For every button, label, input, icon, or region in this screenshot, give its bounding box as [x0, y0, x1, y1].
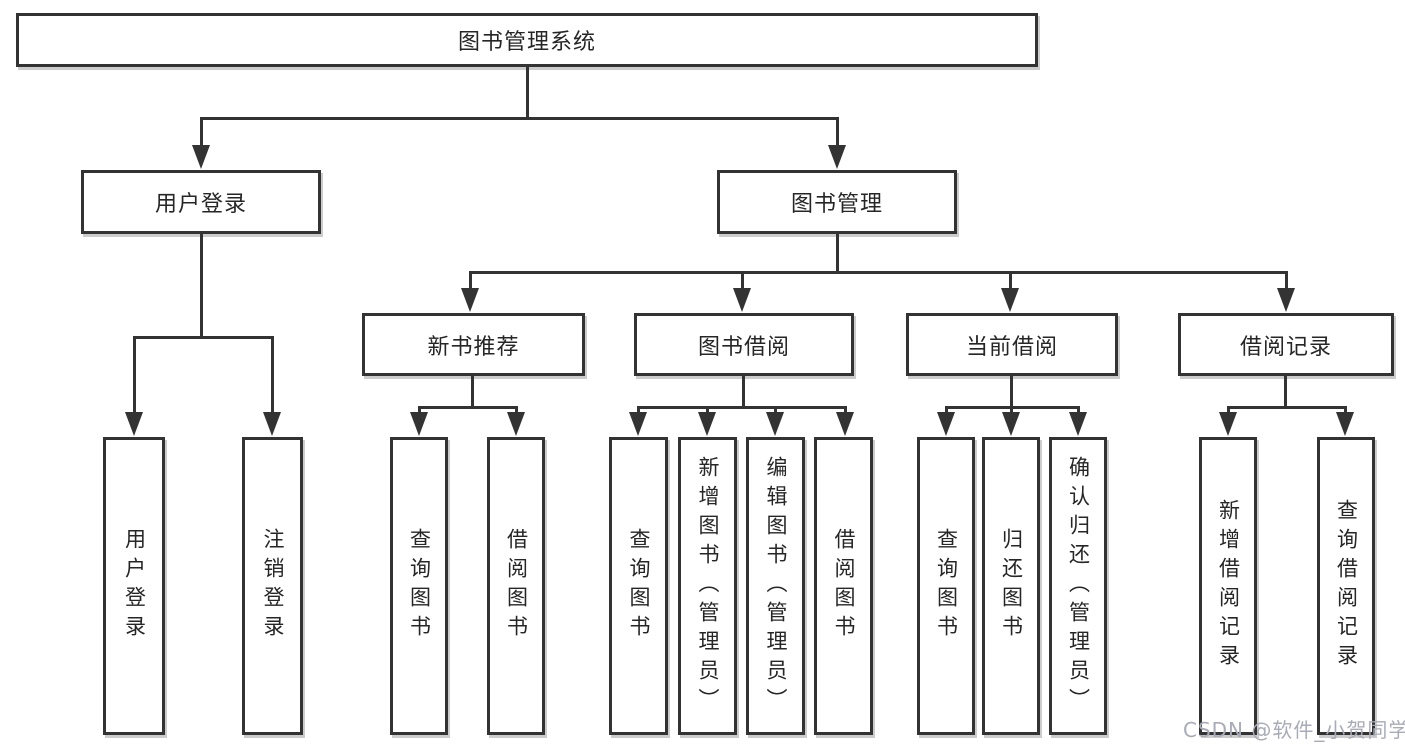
leaf-label: 借阅图书: [832, 528, 856, 644]
leaf-records-query-record: 查询借阅记录: [1317, 437, 1375, 735]
leaf-label: 借阅图书: [504, 528, 529, 644]
node-label: 用户登录: [154, 192, 247, 217]
connector-root-drop-right: [836, 117, 839, 148]
connector-borrow-drop-4: [844, 406, 847, 415]
node-borrow-records: 借阅记录: [1178, 313, 1394, 376]
leaf-label: 查询借阅记录: [1334, 499, 1359, 673]
leaf-recommend-query-books: 查询图书: [390, 437, 448, 735]
arrow-down-icon: [1277, 288, 1295, 312]
leaf-label: 编辑图书（管理员）: [764, 455, 788, 717]
connector-borrow-drop-3: [774, 406, 777, 415]
arrow-down-icon: [937, 412, 955, 436]
connector-mgmt-drop-3: [1009, 271, 1012, 291]
leaf-recommend-borrow-books: 借阅图书: [487, 437, 545, 735]
arrow-down-icon: [507, 412, 525, 436]
connector-mgmt-crossbar: [469, 271, 1288, 274]
connector-current-drop-2: [1010, 406, 1013, 415]
node-label: 图书管理: [790, 192, 883, 217]
connector-current-stem: [1010, 376, 1013, 409]
connector-user-drop-right: [271, 336, 274, 414]
connector-borrow-drop-1: [637, 406, 640, 415]
node-user-login: 用户登录: [81, 170, 321, 234]
connector-root-crossbar: [200, 117, 839, 120]
arrow-down-icon: [192, 145, 210, 169]
leaf-label: 查询图书: [627, 528, 651, 644]
leaf-current-confirm-return-admin: 确认归还（管理员）: [1049, 437, 1107, 735]
connector-recommend-stem: [471, 376, 474, 409]
connector-records-drop-2: [1344, 406, 1347, 415]
connector-recommend-drop-1: [418, 406, 421, 415]
connector-current-drop-1: [945, 406, 948, 415]
node-label: 图书借阅: [697, 334, 790, 360]
arrow-down-icon: [1219, 412, 1237, 436]
leaf-logout: 注销登录: [242, 437, 303, 735]
leaf-records-add-record: 新增借阅记录: [1199, 437, 1257, 735]
arrow-down-icon: [629, 412, 647, 436]
leaf-label: 新增图书（管理员）: [696, 455, 720, 717]
node-current-borrow: 当前借阅: [906, 313, 1118, 376]
connector-records-crossbar: [1227, 406, 1347, 409]
arrow-down-icon: [1069, 412, 1087, 436]
connector-mgmt-drop-1: [469, 271, 472, 291]
arrow-down-icon: [836, 412, 854, 436]
arrow-down-icon: [733, 288, 751, 312]
connector-recommend-drop-2: [515, 406, 518, 415]
node-book-management: 图书管理: [717, 170, 957, 234]
connector-user-crossbar: [133, 336, 274, 339]
connector-records-stem: [1284, 376, 1287, 409]
connector-borrow-stem: [742, 376, 745, 409]
leaf-borrow-edit-books-admin: 编辑图书（管理员）: [746, 437, 805, 735]
leaf-label: 查询图书: [934, 528, 959, 644]
arrow-down-icon: [1336, 412, 1354, 436]
arrow-down-icon: [461, 288, 479, 312]
leaf-borrow-query-books: 查询图书: [609, 437, 668, 735]
connector-borrow-drop-2: [706, 406, 709, 415]
arrow-down-icon: [1002, 412, 1020, 436]
node-new-book-recommend: 新书推荐: [362, 313, 585, 376]
arrow-down-icon: [410, 412, 428, 436]
node-label: 图书管理系统: [457, 30, 596, 55]
leaf-current-query-books: 查询图书: [917, 437, 975, 735]
arrow-down-icon: [828, 145, 846, 169]
connector-root-drop-left: [200, 117, 203, 148]
connector-borrow-crossbar: [637, 406, 847, 409]
connector-records-drop-1: [1227, 406, 1230, 415]
leaf-label: 用户登录: [122, 528, 147, 644]
node-label: 当前借阅: [965, 334, 1058, 360]
arrow-down-icon: [125, 412, 143, 436]
connector-current-drop-3: [1077, 406, 1080, 415]
node-root-library-system: 图书管理系统: [16, 13, 1038, 67]
leaf-label: 注销登录: [261, 528, 285, 644]
node-label: 借阅记录: [1239, 334, 1332, 360]
leaf-label: 归还图书: [999, 528, 1024, 644]
leaf-borrow-borrow-books: 借阅图书: [814, 437, 873, 735]
arrow-down-icon: [263, 412, 281, 436]
leaf-user-login: 用户登录: [103, 437, 165, 735]
connector-recommend-crossbar: [418, 406, 518, 409]
connector-mgmt-drop-2: [741, 271, 744, 291]
leaf-borrow-add-books-admin: 新增图书（管理员）: [678, 437, 737, 735]
leaf-label: 新增借阅记录: [1216, 499, 1241, 673]
csdn-watermark: CSDN @软件_小贺同学: [1183, 718, 1405, 742]
arrow-down-icon: [1001, 288, 1019, 312]
arrow-down-icon: [766, 412, 784, 436]
node-label: 新书推荐: [427, 334, 520, 360]
leaf-current-return-books: 归还图书: [982, 437, 1040, 735]
arrow-down-icon: [698, 412, 716, 436]
connector-user-drop-left: [133, 336, 136, 414]
leaf-label: 确认归还（管理员）: [1066, 455, 1091, 717]
connector-mgmt-stem: [836, 234, 839, 274]
connector-root-stem: [526, 67, 529, 120]
connector-mgmt-drop-4: [1285, 271, 1288, 291]
node-book-borrow: 图书借阅: [634, 313, 854, 376]
leaf-label: 查询图书: [407, 528, 432, 644]
connector-user-stem: [200, 234, 203, 339]
